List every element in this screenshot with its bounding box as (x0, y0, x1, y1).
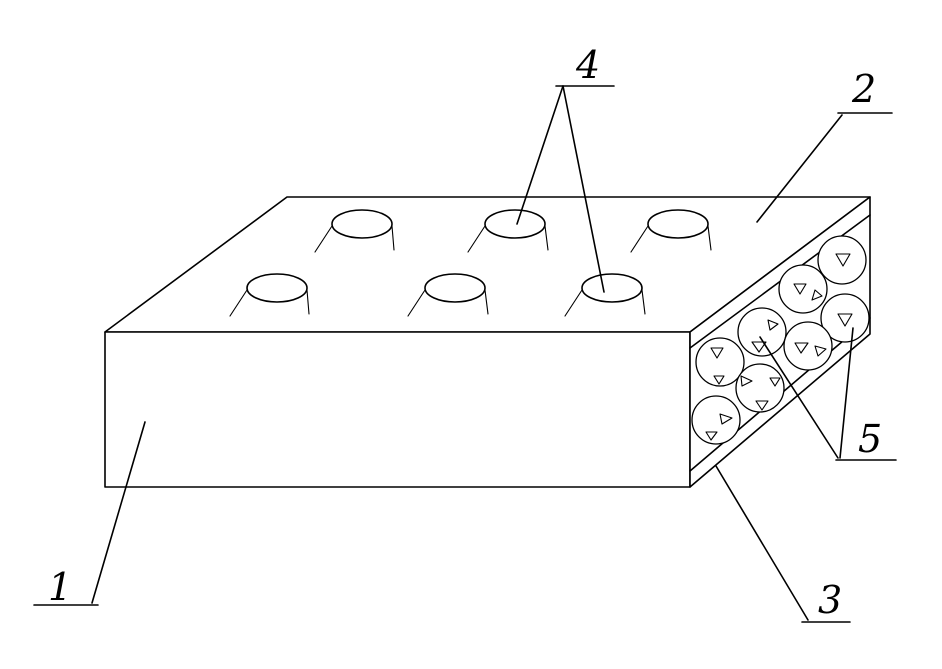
leader-line-4b (562, 85, 605, 293)
core-tube (820, 293, 870, 343)
core-tube (783, 321, 833, 371)
core-tube (691, 395, 741, 445)
leader-line-5b (839, 327, 854, 459)
protrusion (564, 273, 646, 317)
front-panel-face (104, 331, 691, 488)
leader-line-3 (715, 465, 809, 621)
leader-lines (33, 85, 897, 623)
protrusion (467, 209, 549, 253)
core-tube (817, 235, 867, 285)
leader-line-2 (756, 114, 843, 223)
protrusion (630, 209, 712, 253)
callout-label-3: 3 (818, 578, 842, 622)
core-tube (735, 363, 785, 413)
callout-label-5: 5 (858, 417, 882, 461)
core-tube-group (691, 235, 870, 445)
protrusion-group (229, 209, 712, 317)
leader-line-1 (91, 421, 146, 604)
protrusion (407, 273, 489, 317)
leader-line-4a (516, 85, 564, 225)
leader-line-5a (759, 336, 839, 459)
callout-label-4: 4 (575, 43, 600, 87)
core-tube (737, 307, 787, 357)
protrusion (229, 273, 310, 317)
protrusion (314, 209, 395, 253)
core-tube (695, 337, 745, 387)
callout-label-1: 1 (48, 565, 72, 609)
core-tube (778, 264, 828, 314)
callout-label-2: 2 (851, 67, 876, 111)
